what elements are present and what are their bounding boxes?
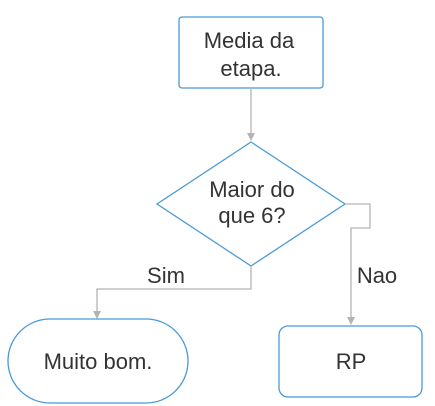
edge-decision-no [345,203,371,318]
no-label: Nao [357,263,397,288]
decision-label-line2: que 6? [218,203,285,228]
result-yes-terminal [7,318,189,404]
arrowhead-decision-no [347,317,355,325]
arrowhead-decision-yes [93,311,101,319]
result-yes-label: Muito bom. [44,349,153,374]
result-no-box [278,325,423,398]
edge-decision-yes [96,266,252,312]
start-label-line2: etapa. [220,56,281,81]
start-label-line1: Media da [204,28,295,53]
decision-label-line1: Maior do [209,177,295,202]
result-no-label: RP [336,349,367,374]
arrowhead-start-to-decision [247,133,255,141]
yes-label: Sim [147,263,185,288]
